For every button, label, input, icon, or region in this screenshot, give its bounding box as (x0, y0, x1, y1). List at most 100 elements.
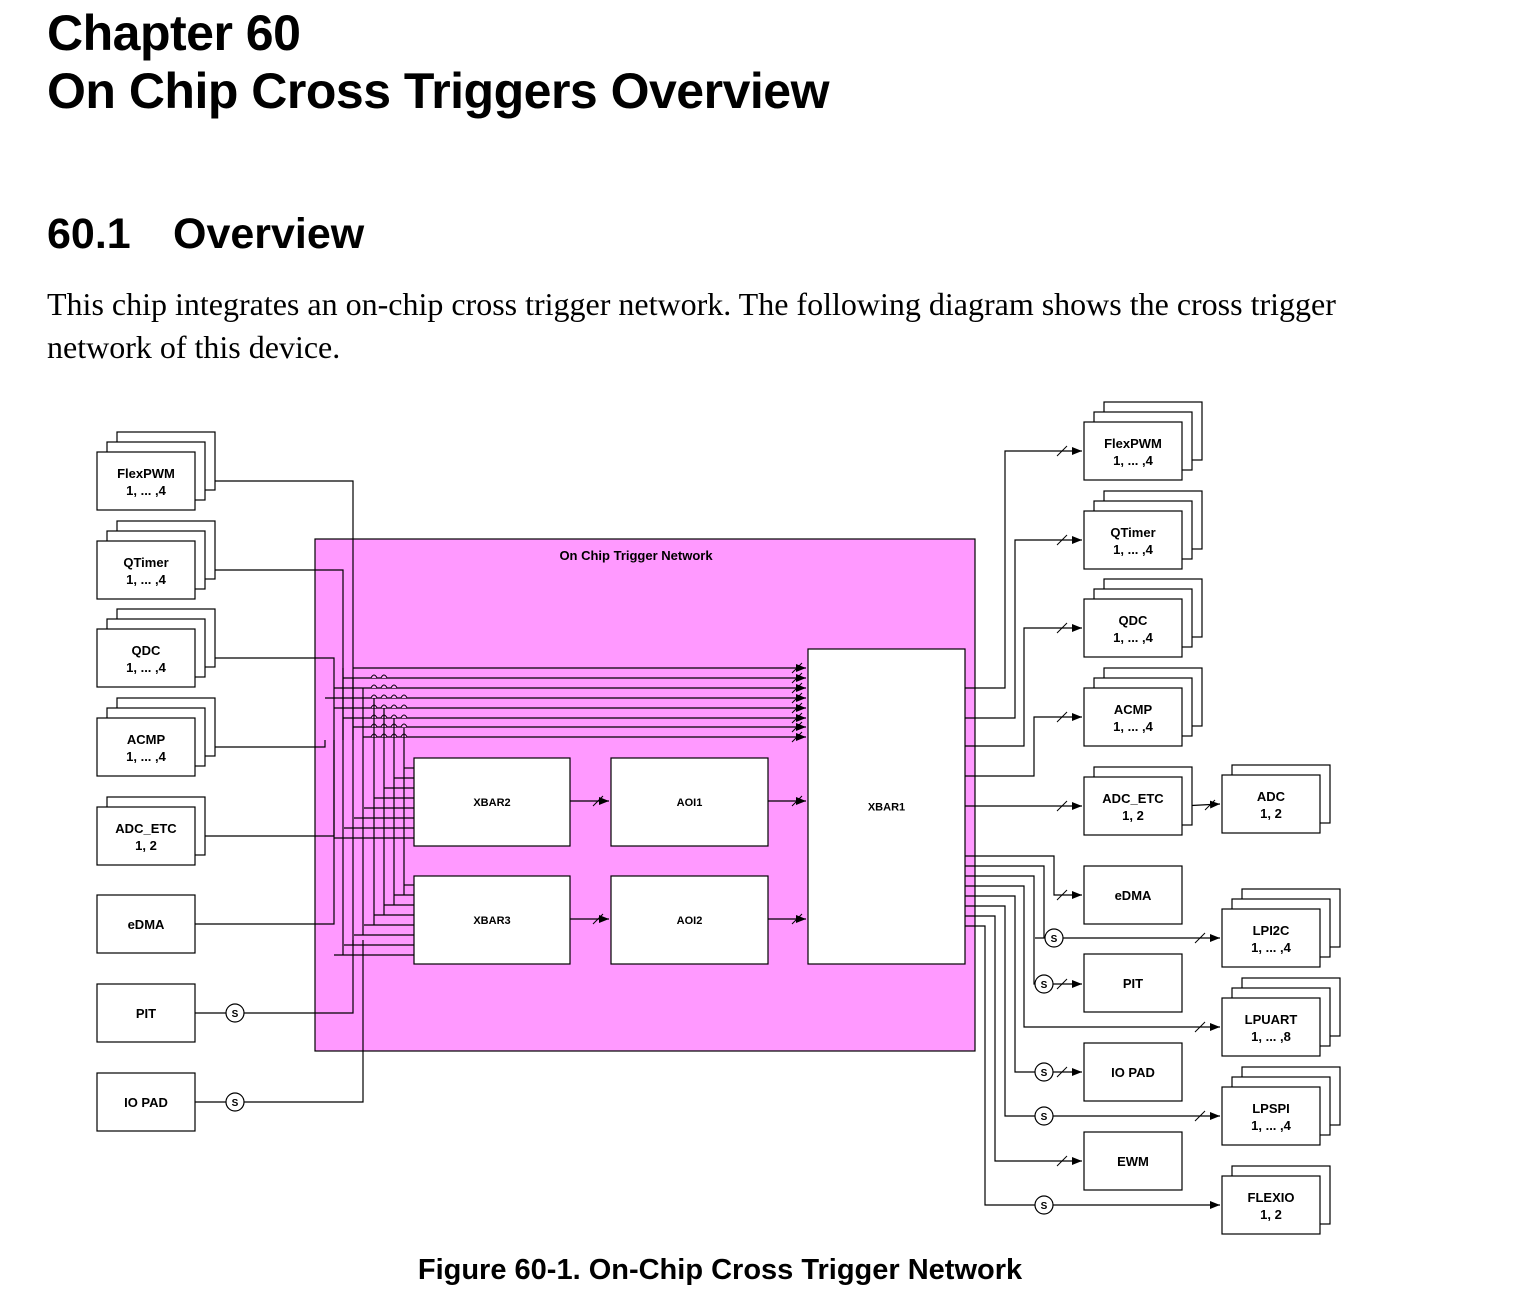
sync-circle-shape (1034, 1195, 1054, 1215)
input-block-edma: eDMA (96, 894, 196, 954)
block-instances: 1, ... ,4 (126, 483, 167, 498)
wire-xbar1-to-edma (965, 855, 1082, 899)
block-instances: 1, 2 (1260, 806, 1282, 821)
wire-crossing-bump (370, 674, 378, 679)
sync-circle: S (225, 1003, 245, 1023)
bus-slash-mark (1056, 889, 1068, 901)
block-frame (413, 757, 571, 847)
bus-slash-mark (1056, 1155, 1068, 1167)
block-instances: 1, ... ,4 (1113, 453, 1154, 468)
block-frame (1083, 598, 1183, 658)
block-frame (1221, 997, 1321, 1057)
block-instances: 1, ... ,4 (126, 660, 167, 675)
output-block-io-pad: IO PAD (1083, 1042, 1183, 1102)
block-frame (610, 757, 769, 847)
block-frame (807, 648, 966, 965)
bus-slash-mark (592, 913, 604, 925)
wire-xbar1-to-ewm (965, 915, 1082, 1165)
block-frame (1083, 687, 1183, 747)
block-name: ADC (1257, 789, 1286, 804)
bus-slash-mark (1056, 978, 1068, 990)
block-instances: 1, 2 (1260, 1207, 1282, 1222)
sync-circle-shape (225, 1003, 245, 1023)
wire-crossing-bump (390, 684, 398, 689)
block-frame (96, 983, 196, 1043)
block-frame (1083, 865, 1183, 925)
block-label: AOI2 (677, 915, 703, 927)
bus-slash-mark (1056, 800, 1068, 812)
wire-crossing-bump (380, 694, 388, 699)
block-label: XBAR1 (868, 802, 905, 814)
block-frame (96, 540, 196, 600)
bus-slash-mark (791, 662, 803, 674)
wire-xbar1-to-acmp (965, 713, 1082, 777)
bus-slash-mark (592, 795, 604, 807)
block-name: IO PAD (1111, 1065, 1155, 1080)
block-frame (96, 1072, 196, 1132)
block-name: QDC (132, 643, 162, 658)
block-name: ACMP (1114, 702, 1153, 717)
block-name: EWM (1117, 1154, 1149, 1169)
sync-circle-shape (225, 1092, 245, 1112)
wire-xbar1-to-lpspi (965, 905, 1035, 1117)
block-frame (1083, 776, 1183, 836)
block-aoi1: AOI1 (610, 757, 769, 847)
sync-circle-shape (1034, 974, 1054, 994)
block-name: ACMP (127, 732, 166, 747)
wire-xbar1-to-flexpwm (965, 447, 1082, 689)
wire-crossing-bump (400, 694, 408, 699)
block-name: ADC_ETC (1102, 791, 1164, 806)
bus-slash-mark (791, 712, 803, 724)
sync-label: S (1051, 934, 1058, 945)
block-name: LPI2C (1253, 923, 1290, 938)
wire-input-flexpwm (205, 480, 354, 740)
wire-crossing-bump (390, 704, 398, 709)
bus-slash-mark (1204, 799, 1216, 811)
block-xbar2: XBAR2 (413, 757, 571, 847)
wire-xbar1-to-lpi2c (965, 865, 1045, 939)
block-frame (1083, 953, 1183, 1013)
block-frame (1221, 1175, 1321, 1235)
wire-crossing-bump (370, 694, 378, 699)
sync-circle: S (1044, 928, 1064, 948)
block-name: FLEXIO (1248, 1190, 1295, 1205)
overview-paragraph: This chip integrates an on-chip cross tr… (47, 286, 1336, 365)
block-instances: 1, 2 (135, 838, 157, 853)
block-label: XBAR2 (473, 797, 510, 809)
block-frame (1083, 1131, 1183, 1191)
bus-slash-mark (1056, 445, 1068, 457)
block-name: FlexPWM (117, 466, 175, 481)
sync-circle-shape (1044, 928, 1064, 948)
sync-circle-shape (1034, 1062, 1054, 1082)
wire-crossing-bump (400, 714, 408, 719)
wire-crossing-bump (400, 704, 408, 709)
bus-slash-mark (791, 672, 803, 684)
bus-slash-mark (1056, 711, 1068, 723)
output-block-ewm: EWM (1083, 1131, 1183, 1191)
wire-crossing-bump (400, 723, 408, 728)
block-instances: 1, ... ,4 (1113, 630, 1154, 645)
block-instances: 1, ... ,4 (126, 572, 167, 587)
bus-slash-mark (791, 731, 803, 743)
bus-slash-mark (1056, 622, 1068, 634)
block-name: QTimer (1110, 525, 1155, 540)
sync-circle: S (1034, 1106, 1054, 1126)
block-instances: 1, 2 (1122, 808, 1144, 823)
sync-label: S (1041, 980, 1048, 991)
block-frame (96, 628, 196, 688)
sync-label: S (1041, 1201, 1048, 1212)
bus-slash-mark (791, 682, 803, 694)
block-frame (96, 451, 196, 511)
sync-circle-shape (1034, 1106, 1054, 1126)
section-number: 60.1 (47, 210, 131, 258)
block-label: AOI1 (677, 797, 703, 809)
wire-xbar1-to-lpuart (965, 885, 1220, 1031)
